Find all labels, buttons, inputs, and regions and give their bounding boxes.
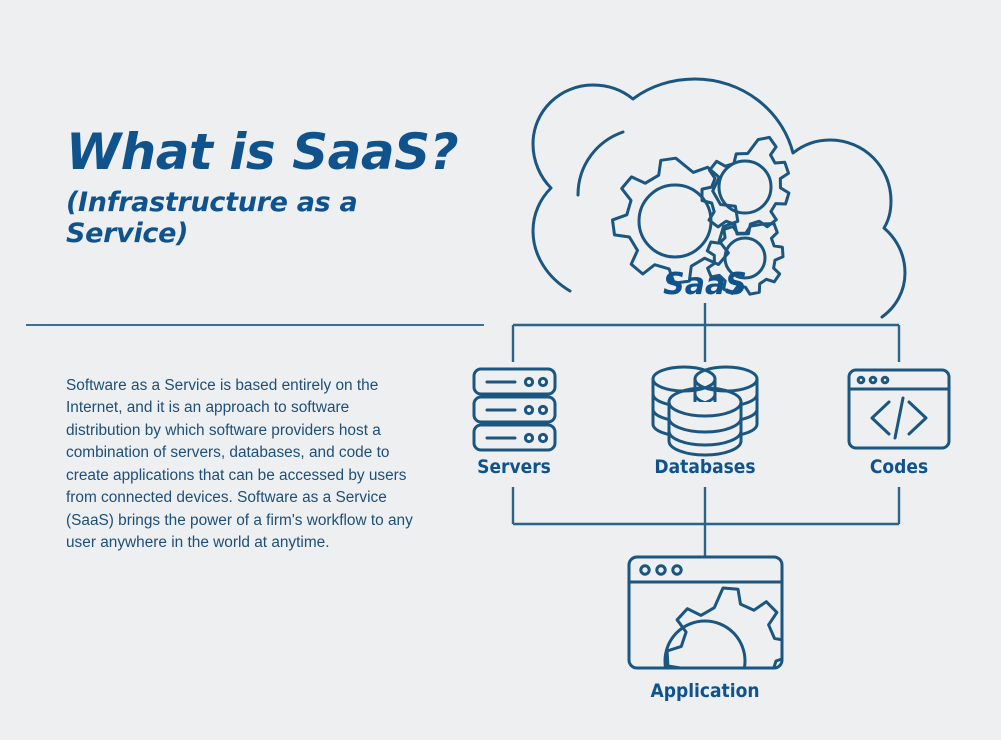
cloud-icon xyxy=(531,77,907,319)
databases-icon xyxy=(651,365,759,457)
page-subtitle: (Infrastructure as a Service) xyxy=(66,186,358,249)
horizontal-divider xyxy=(26,324,484,326)
connector-top-bracket xyxy=(511,303,901,362)
gear-small xyxy=(705,222,785,296)
title-block: What is SaaS? (Infrastructure as a Servi… xyxy=(66,126,486,249)
code-window-icon xyxy=(847,368,951,450)
cloud-gears-icon xyxy=(611,135,791,296)
node-label-databases: Databases xyxy=(654,456,755,478)
connector-bottom-bracket xyxy=(511,487,901,556)
servers-icon xyxy=(472,367,557,452)
application-window-gear-icon xyxy=(627,555,784,670)
node-label-codes: Codes xyxy=(870,456,928,478)
cloud-label: SaaS xyxy=(663,267,747,302)
node-label-servers: Servers xyxy=(477,456,551,478)
node-label-application: Application xyxy=(650,680,759,702)
application-gear-icon xyxy=(663,586,782,668)
gear-large xyxy=(611,156,740,285)
body-paragraph: Software as a Service is based entirely … xyxy=(66,377,413,552)
page-title: What is SaaS? xyxy=(66,123,459,181)
database-cylinder-front xyxy=(667,386,743,457)
